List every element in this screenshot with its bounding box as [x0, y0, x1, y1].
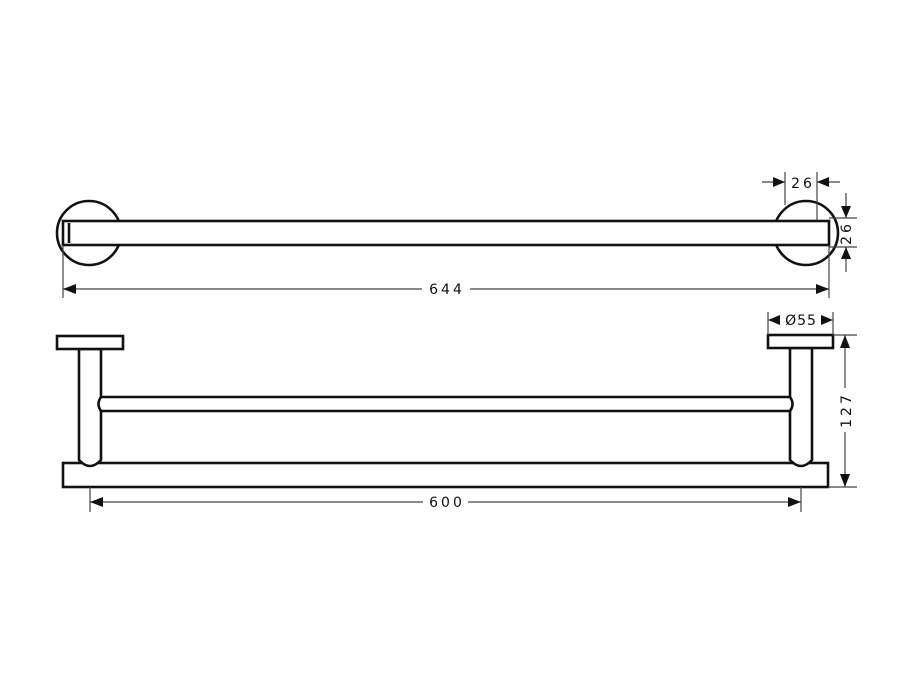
- top-view: [55, 199, 840, 267]
- top-bar: [61, 219, 831, 247]
- dim-label-127: 127: [839, 392, 855, 428]
- right-post: [788, 346, 814, 468]
- dim-label-26-thickness: 26: [839, 221, 855, 245]
- dim-label-diameter: Ø55: [785, 313, 817, 329]
- dim-label-600: 600: [429, 495, 465, 511]
- left-cap: [55, 334, 125, 351]
- dimension-127: 127: [828, 334, 857, 488]
- dim-label-26-depth: 26: [791, 176, 815, 192]
- side-view: [55, 333, 835, 489]
- dimension-600: 600: [89, 487, 802, 512]
- dim-label-644: 644: [429, 282, 465, 298]
- dimension-diameter-55: Ø55: [767, 312, 834, 335]
- left-post: [77, 347, 103, 468]
- bottom-bar: [61, 461, 830, 489]
- right-cap: [766, 333, 835, 350]
- dimension-644: 644: [62, 245, 830, 298]
- dimension-26-vertical: 26: [829, 193, 857, 272]
- upper-bar: [97, 395, 794, 413]
- dimension-26-horizontal: 26: [762, 172, 840, 220]
